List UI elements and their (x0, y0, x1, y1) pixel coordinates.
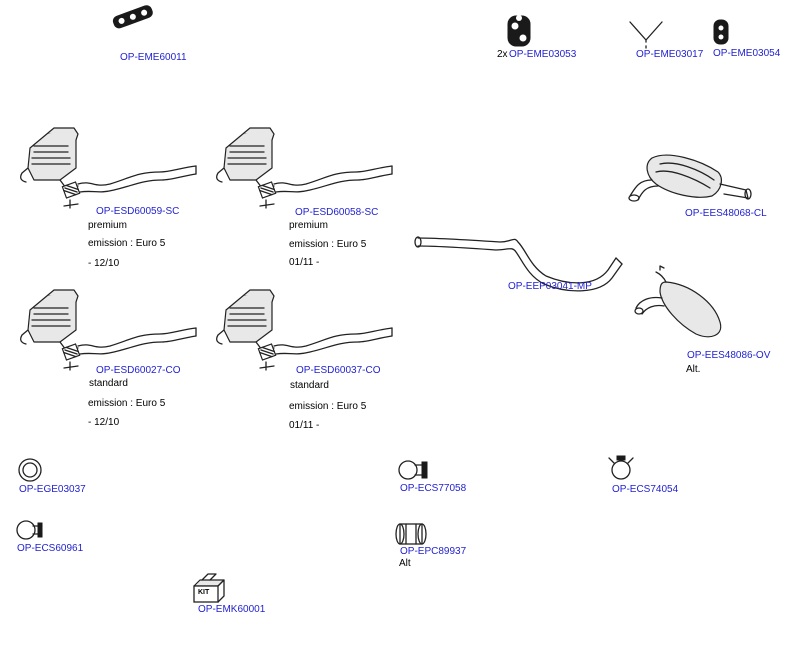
part-code-emk60001[interactable]: OP-EMK60001 (198, 604, 266, 615)
note-line: standard (290, 380, 329, 391)
part-code-esd60059[interactable]: OP-ESD60059-SC (96, 206, 180, 217)
v-hanger-drawing (629, 21, 663, 49)
clamp-drawing-74054 (608, 455, 634, 480)
dpf-assembly-drawing-3 (20, 289, 197, 371)
part-code-eep03041[interactable]: OP-EEP03041-MP (508, 281, 592, 292)
part-code-eme03053[interactable]: OP-EME03053 (509, 49, 577, 60)
part-code-ege03037[interactable]: OP-EGE03037 (19, 484, 86, 495)
middle-pipe-drawing (414, 236, 623, 292)
note-line: Alt. (686, 364, 701, 375)
note-line: 01/11 - (289, 257, 320, 268)
part-code-esd60027[interactable]: OP-ESD60027-CO (96, 365, 181, 376)
part-code-eme03054[interactable]: OP-EME03054 (713, 48, 781, 59)
oval-silencer-drawing (634, 265, 722, 338)
connector-pipe-drawing (395, 523, 427, 545)
part-code-esd60037[interactable]: OP-ESD60037-CO (296, 365, 381, 376)
mounting-bracket-drawing (112, 5, 153, 29)
dpf-assembly-drawing-1 (20, 127, 197, 209)
clamp-drawing-77058 (398, 460, 428, 480)
note-line: emission : Euro 5 (289, 401, 367, 412)
part-code-ees48086[interactable]: OP-EES48086-OV (687, 350, 771, 361)
note-line: 01/11 - (289, 420, 320, 431)
note-line: standard (89, 378, 128, 389)
note-line: - 12/10 (88, 417, 120, 428)
part-code-eme03017[interactable]: OP-EME03017 (636, 49, 704, 60)
part-code-ecs74054[interactable]: OP-ECS74054 (612, 484, 679, 495)
part-code-esd60058[interactable]: OP-ESD60058-SC (295, 207, 379, 218)
quantity-label: 2x (497, 49, 508, 60)
dpf-assembly-drawing-2 (216, 127, 393, 209)
note-line: emission : Euro 5 (289, 239, 367, 250)
part-code-eme60011[interactable]: OP-EME60011 (120, 52, 187, 63)
dpf-assembly-drawing-4 (216, 289, 393, 371)
part-code-epc89937[interactable]: OP-EPC89937 (400, 546, 467, 557)
clamp-drawing-60961 (16, 520, 43, 540)
note-line: emission : Euro 5 (88, 238, 166, 249)
small-hanger-drawing (713, 19, 729, 45)
note-line: premium (289, 220, 328, 231)
part-code-ecs77058[interactable]: OP-ECS77058 (400, 483, 467, 494)
note-line: premium (88, 220, 127, 231)
rear-silencer-drawing (628, 154, 752, 202)
note-line: - 12/10 (88, 258, 120, 269)
note-line: Alt (399, 558, 411, 569)
part-code-ees48068[interactable]: OP-EES48068-CL (685, 208, 767, 219)
kit-box-label: KIT (198, 589, 210, 596)
kit-box-drawing (193, 573, 225, 603)
note-line: emission : Euro 5 (88, 398, 166, 409)
gasket-ring-drawing (18, 458, 42, 482)
rubber-hanger-drawing (507, 15, 531, 47)
part-code-ecs60961[interactable]: OP-ECS60961 (17, 543, 84, 554)
